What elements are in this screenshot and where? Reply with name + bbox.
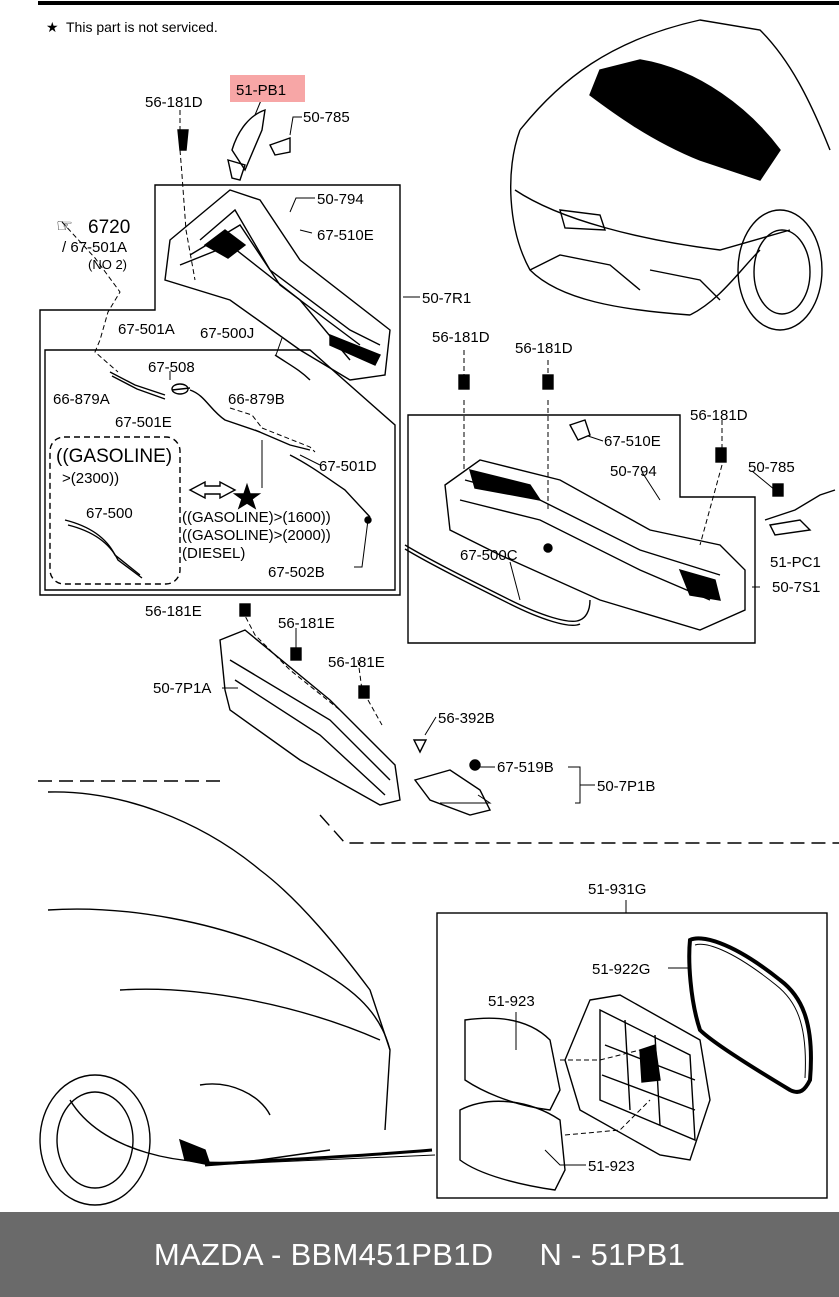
callout-50-7P1B: 50-7P1B (597, 778, 655, 795)
callout-50-794-top: 50-794 (317, 191, 364, 208)
front-car-illustration (510, 19, 831, 331)
callout-67-500: 67-500 (86, 505, 133, 522)
callout-67-510E-top: 67-510E (317, 227, 374, 244)
footer-code: N - 51PB1 (539, 1236, 686, 1272)
callout-50-7P1A: 50-7P1A (153, 680, 211, 697)
callout-50-785-mid: 50-785 (748, 459, 795, 476)
washer-hoses (64, 354, 591, 626)
callout-67-501D: 67-501D (319, 458, 377, 475)
callout-g2000: ((GASOLINE)>(2000)) (182, 527, 331, 544)
callout-50-7R1: 50-7R1 (422, 290, 471, 307)
callout-gasoline: ((GASOLINE) (56, 446, 172, 467)
callout-56-181E-c: 56-181E (328, 654, 385, 671)
callout-labels: ★ This part is not serviced. 56-181D 51-… (46, 19, 821, 1175)
callout-56-181E-b: 56-181E (278, 615, 335, 632)
callout-no2: (NO 2) (88, 257, 127, 272)
callout-67-500J: 67-500J (200, 325, 254, 342)
callout-51-923-a: 51-923 (488, 993, 535, 1010)
callout-56-181D-b: 56-181D (515, 340, 573, 357)
callout-56-181E-a: 56-181E (145, 603, 202, 620)
callout-56-181D-a: 56-181D (432, 329, 490, 346)
callout-67-510E-mid: 67-510E (604, 433, 661, 450)
leader-lines (61, 97, 776, 1166)
callout-56-181D-c: 56-181D (690, 407, 748, 424)
callout-67-501A-ref: / 67-501A (62, 239, 127, 256)
connector-icon: ☞ (56, 216, 73, 237)
callout-g1600: ((GASOLINE)>(1600)) (182, 509, 331, 526)
callout-diesel: (DIESEL) (182, 545, 245, 562)
callout-67-508: 67-508 (148, 359, 195, 376)
callout-51-PC1: 51-PC1 (770, 554, 821, 571)
callout-67-501E: 67-501E (115, 414, 172, 431)
callout-66-879A: 66-879A (53, 391, 110, 408)
frame-cowl-right (407, 414, 756, 644)
note-not-serviced: This part is not serviced. (66, 19, 218, 35)
frame-washer-hose (44, 349, 396, 591)
highlight-51-pb1 (230, 75, 305, 102)
frame-cowl-grille (39, 184, 401, 596)
callout-50-7S1: 50-7S1 (772, 579, 820, 596)
air-extractor-parts (459, 936, 813, 1191)
cowl-grille-right (444, 419, 836, 631)
callout-67-501A: 67-501A (118, 321, 175, 338)
callout-56-181D-top: 56-181D (145, 94, 203, 111)
callout-51-931G: 51-931G (588, 881, 646, 898)
callout-56-392B: 56-392B (438, 710, 495, 727)
callout-67-519B: 67-519B (497, 759, 554, 776)
callout-50-785-top: 50-785 (303, 109, 350, 126)
callout-50-794-mid: 50-794 (610, 463, 657, 480)
callout-6720: 6720 (88, 217, 130, 238)
cowl-grille-upper (164, 108, 391, 381)
frame-air-extractor (436, 912, 828, 1199)
frame-gasoline-option (49, 436, 181, 585)
fasteners (239, 374, 784, 771)
footer-part-number: MAZDA - BBM451PB1D (153, 1236, 494, 1272)
rear-car-illustration (39, 791, 433, 1206)
callout-66-879B: 66-879B (228, 391, 285, 408)
callout-51-PB1: 51-PB1 (236, 82, 286, 99)
callout-67-500C: 67-500C (460, 547, 518, 564)
parts-diagram: ★ This part is not serviced. 56-181D 51-… (38, 1, 839, 1206)
cowl-lower-panel (219, 629, 492, 816)
footer-bar: MAZDA - BBM451PB1D N - 51PB1 (0, 1212, 839, 1297)
star-symbol: ★ (46, 19, 59, 35)
callout-2300: >(2300)) (62, 470, 119, 487)
callout-51-923-b: 51-923 (588, 1158, 635, 1175)
callout-67-502B: 67-502B (268, 564, 325, 581)
callout-51-922G: 51-922G (592, 961, 650, 978)
